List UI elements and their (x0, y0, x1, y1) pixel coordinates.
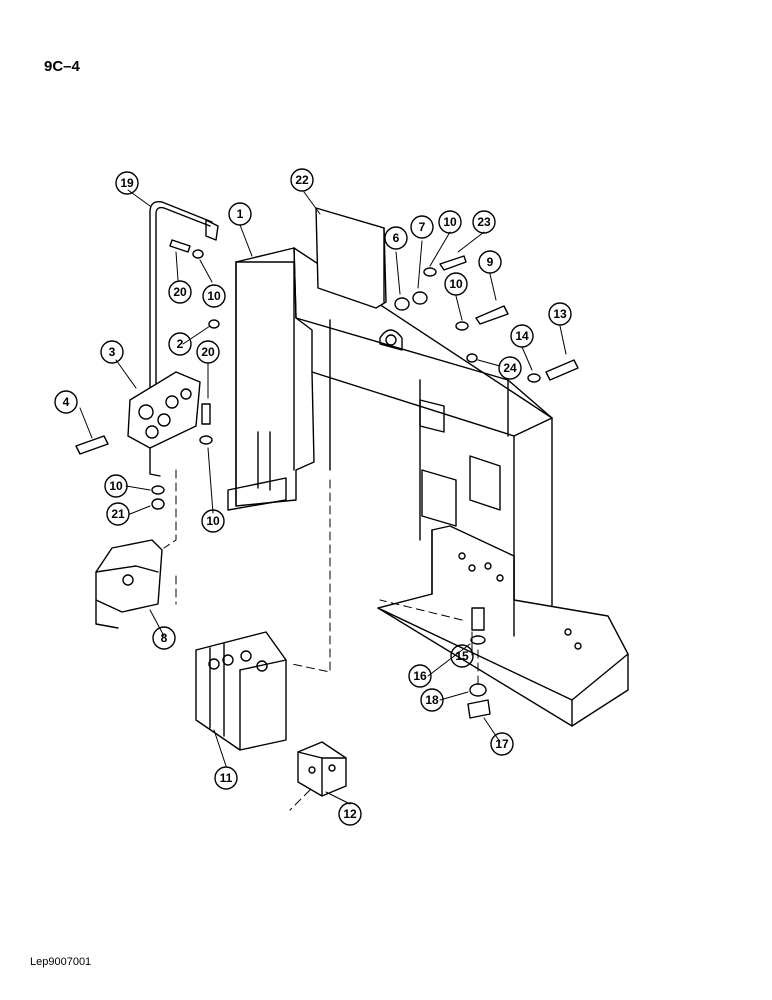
callout-label: 12 (343, 807, 357, 821)
callout-markers (54, 168, 572, 826)
callout-label: 24 (503, 361, 517, 375)
callout-label: 1 (237, 207, 244, 221)
callout-label: 6 (393, 231, 400, 245)
callout-label: 19 (120, 176, 134, 190)
callout-label: 16 (413, 669, 427, 683)
callout-label: 17 (495, 737, 509, 751)
page-code: 9C–4 (44, 58, 80, 75)
valve-block-part (297, 741, 347, 797)
callout-label: 18 (425, 693, 439, 707)
callout-label: 15 (455, 649, 469, 663)
callout-label: 2 (177, 337, 184, 351)
plate-part (315, 207, 387, 309)
callout-label: 8 (161, 631, 168, 645)
callout-label: 11 (220, 771, 233, 785)
callout-label: 21 (111, 507, 125, 521)
callout-label: 13 (553, 307, 567, 321)
assembly-lines (163, 469, 479, 811)
callout-labels: 1 2 3 4 6 7 8 9 10 10 10 10 10 11 12 13 … (63, 173, 567, 821)
callout-label: 10 (206, 514, 220, 528)
valve-part (127, 371, 201, 477)
solenoid-valve-part (95, 539, 163, 629)
callout-label: 14 (515, 329, 529, 343)
callout-label: 4 (63, 395, 70, 409)
callout-label: 10 (207, 289, 221, 303)
main-frame-part (227, 247, 553, 641)
callout-label: 20 (173, 285, 187, 299)
callout-label: 10 (443, 215, 457, 229)
callout-label: 7 (419, 220, 426, 234)
callout-label: 20 (201, 345, 215, 359)
fasteners (75, 239, 579, 719)
callout-label: 10 (109, 479, 123, 493)
callout-label: 10 (449, 277, 463, 291)
callout-label: 9 (487, 255, 494, 269)
bracket-base-part (377, 525, 629, 727)
leader-lines (79, 189, 567, 805)
control-valve-bank-part (195, 631, 287, 751)
callout-label: 22 (295, 173, 309, 187)
callout-label: 3 (109, 345, 116, 359)
callout-label: 23 (477, 215, 491, 229)
drawing-id: Lep9007001 (30, 956, 92, 968)
pipe-part (149, 201, 219, 391)
